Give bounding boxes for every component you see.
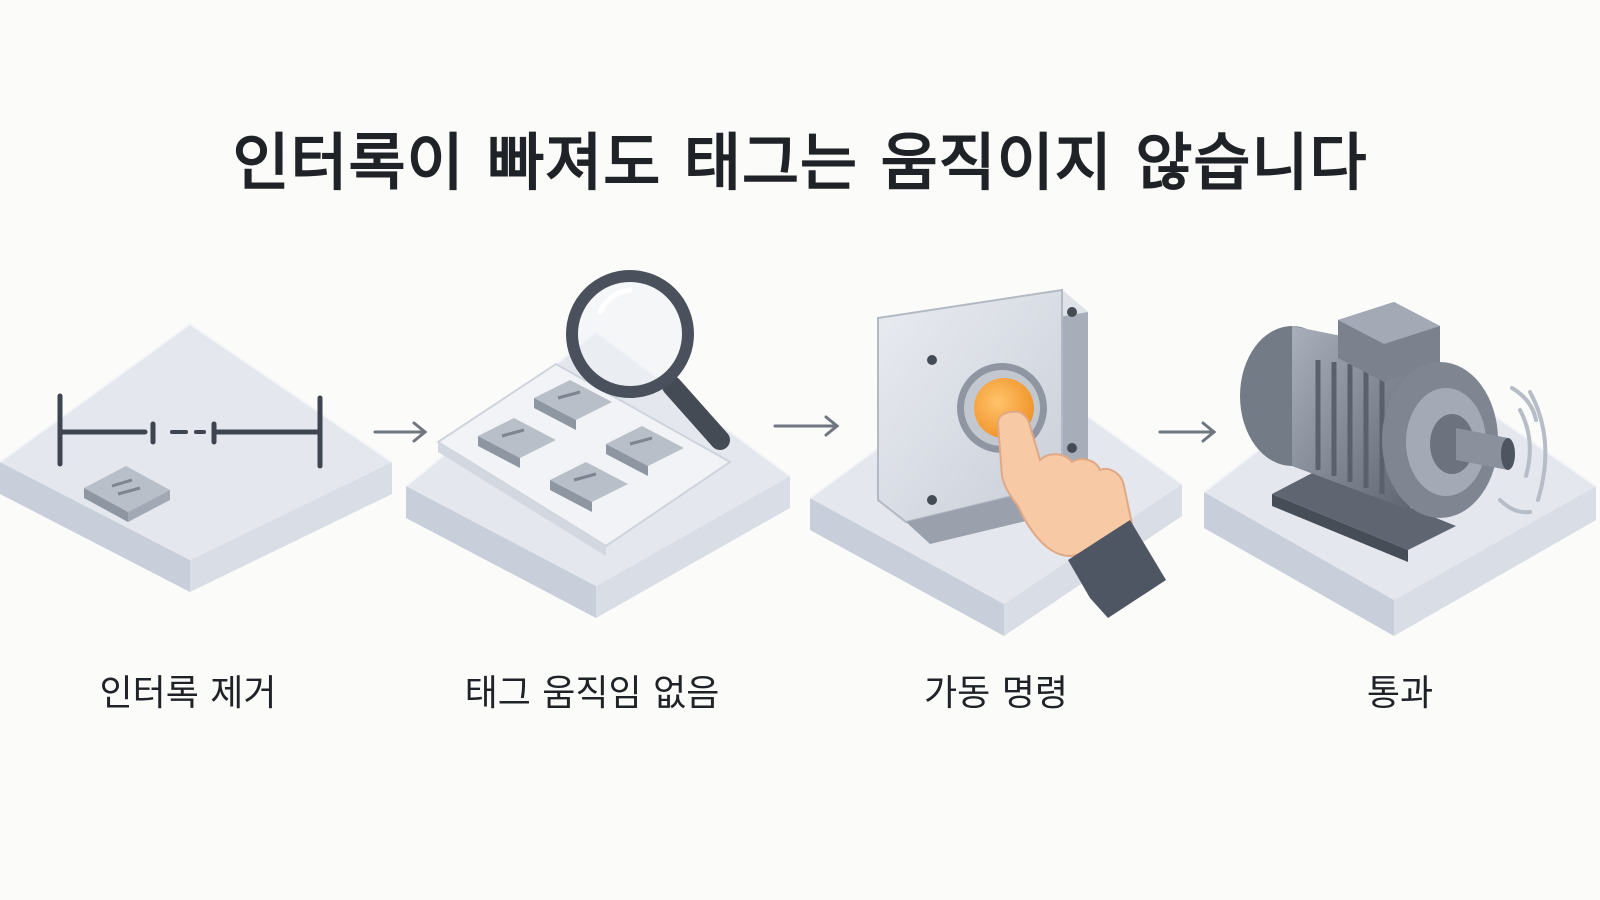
broken-connection-icon xyxy=(57,393,323,469)
step-label-pass: 통과 xyxy=(1366,673,1434,714)
arrow-icon xyxy=(773,415,840,437)
page-title: 인터록이 빠져도 태그는 움직이지 않습니다 xyxy=(232,126,1368,199)
step-2-magnifier-tags-icon xyxy=(405,270,791,618)
magnifier-icon xyxy=(566,270,730,450)
tag-icon xyxy=(550,462,628,512)
tag-icon xyxy=(478,418,556,468)
step-label-tag-no-movement: 태그 움직임 없음 xyxy=(464,673,720,714)
arrow-icon xyxy=(1158,421,1217,443)
loose-tag-icon xyxy=(84,466,170,522)
pressing-hand-icon xyxy=(996,410,1166,618)
arrow-icon xyxy=(373,421,428,443)
tag-icon xyxy=(606,426,684,476)
vibration-lines-icon xyxy=(1498,386,1548,515)
motor-icon xyxy=(1240,302,1515,562)
tag-icon xyxy=(534,380,612,430)
tag-panel xyxy=(436,362,732,556)
step-4-running-motor-icon xyxy=(1203,302,1597,636)
step-label-start-command: 가동 명령 xyxy=(924,673,1068,714)
step-label-interlock-removed: 인터록 제거 xyxy=(99,673,277,714)
step-3-start-button-press-icon xyxy=(809,288,1183,636)
step-1-removed-interlock-icon xyxy=(0,322,393,592)
